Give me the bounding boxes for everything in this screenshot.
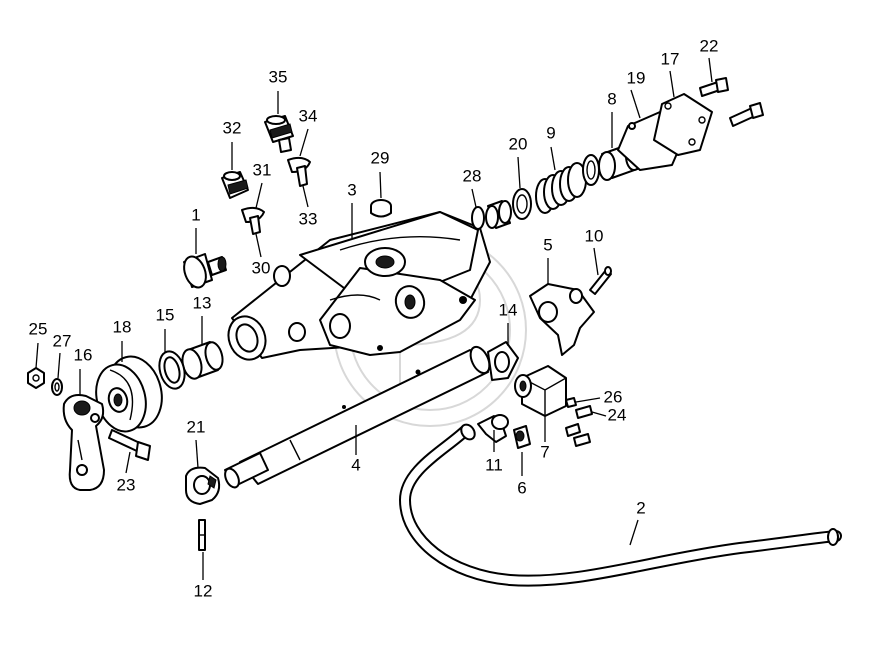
callout-24: 24 bbox=[608, 405, 627, 424]
callout-35: 35 bbox=[269, 67, 288, 86]
callout-15: 15 bbox=[156, 305, 175, 324]
callout-21: 21 bbox=[187, 417, 206, 436]
callout-30: 30 bbox=[252, 258, 271, 277]
part-pulley-18 bbox=[95, 355, 163, 433]
callout-22: 22 bbox=[700, 36, 719, 55]
part-housing bbox=[227, 211, 491, 361]
callout-14: 14 bbox=[499, 300, 518, 319]
part-nut-25 bbox=[27, 367, 45, 389]
callout-9: 9 bbox=[546, 123, 555, 142]
part-sensor-34 bbox=[287, 156, 311, 187]
callout-2: 2 bbox=[636, 498, 645, 517]
part-flange-14 bbox=[487, 341, 519, 381]
part-bolt-22b bbox=[729, 102, 764, 127]
callout-26: 26 bbox=[604, 387, 623, 406]
callout-28: 28 bbox=[463, 166, 482, 185]
callout-10: 10 bbox=[585, 226, 604, 245]
part-bolt-23 bbox=[108, 429, 151, 461]
part-pin-10 bbox=[589, 266, 612, 295]
callout-27: 27 bbox=[53, 331, 72, 350]
part-sensor-32 bbox=[221, 171, 249, 199]
part-screw-26 bbox=[565, 397, 577, 408]
callout-6: 6 bbox=[517, 478, 526, 497]
callout-12: 12 bbox=[194, 581, 213, 600]
part-sensor-31 bbox=[241, 206, 265, 235]
callout-17: 17 bbox=[661, 49, 680, 68]
part-ring-15 bbox=[158, 350, 186, 390]
part-cover-17 bbox=[653, 93, 713, 156]
part-hose bbox=[398, 423, 842, 587]
callout-11: 11 bbox=[485, 455, 503, 474]
part-valve-7 bbox=[514, 365, 567, 417]
callout-3: 3 bbox=[347, 180, 356, 199]
callout-13: 13 bbox=[193, 293, 212, 312]
part-screw-7b bbox=[565, 423, 591, 447]
callout-33: 33 bbox=[299, 209, 318, 228]
part-spring-9 bbox=[535, 162, 587, 214]
callout-16: 16 bbox=[74, 345, 93, 364]
part-sensor-35 bbox=[264, 115, 294, 153]
callout-19: 19 bbox=[627, 68, 646, 87]
leader-lines bbox=[35, 57, 713, 580]
callout-4: 4 bbox=[351, 455, 360, 474]
callout-32: 32 bbox=[223, 118, 242, 137]
part-fitting-6 bbox=[513, 425, 531, 449]
part-arm-16 bbox=[62, 394, 105, 491]
part-cap-29 bbox=[370, 199, 392, 218]
callout-1: 1 bbox=[191, 205, 200, 224]
part-bushing-13 bbox=[181, 341, 224, 380]
part-pin-12 bbox=[198, 519, 206, 551]
callout-20: 20 bbox=[509, 134, 528, 153]
callout-31: 31 bbox=[253, 160, 272, 179]
part-clamp-21 bbox=[185, 466, 221, 505]
part-oring-28 bbox=[471, 206, 485, 230]
part-bolt-22a bbox=[699, 77, 729, 97]
callout-8: 8 bbox=[607, 89, 616, 108]
callout-5: 5 bbox=[543, 235, 552, 254]
part-fitting-11 bbox=[477, 414, 509, 443]
part-plug-1 bbox=[183, 253, 227, 289]
part-shaft bbox=[224, 345, 491, 489]
callout-7: 7 bbox=[540, 442, 549, 461]
part-sleeve-20 bbox=[485, 188, 532, 229]
callout-34: 34 bbox=[299, 106, 318, 125]
callout-29: 29 bbox=[371, 148, 390, 167]
callout-25: 25 bbox=[29, 319, 48, 338]
callout-23: 23 bbox=[117, 475, 136, 494]
part-washer-27 bbox=[51, 378, 63, 396]
callout-labels: 1 2 3 4 5 6 7 8 9 10 11 12 13 14 15 16 1… bbox=[29, 36, 719, 600]
part-bracket-5 bbox=[529, 283, 595, 356]
part-ring-8a bbox=[582, 154, 600, 186]
callout-18: 18 bbox=[113, 317, 132, 336]
part-screw-24 bbox=[575, 405, 593, 419]
